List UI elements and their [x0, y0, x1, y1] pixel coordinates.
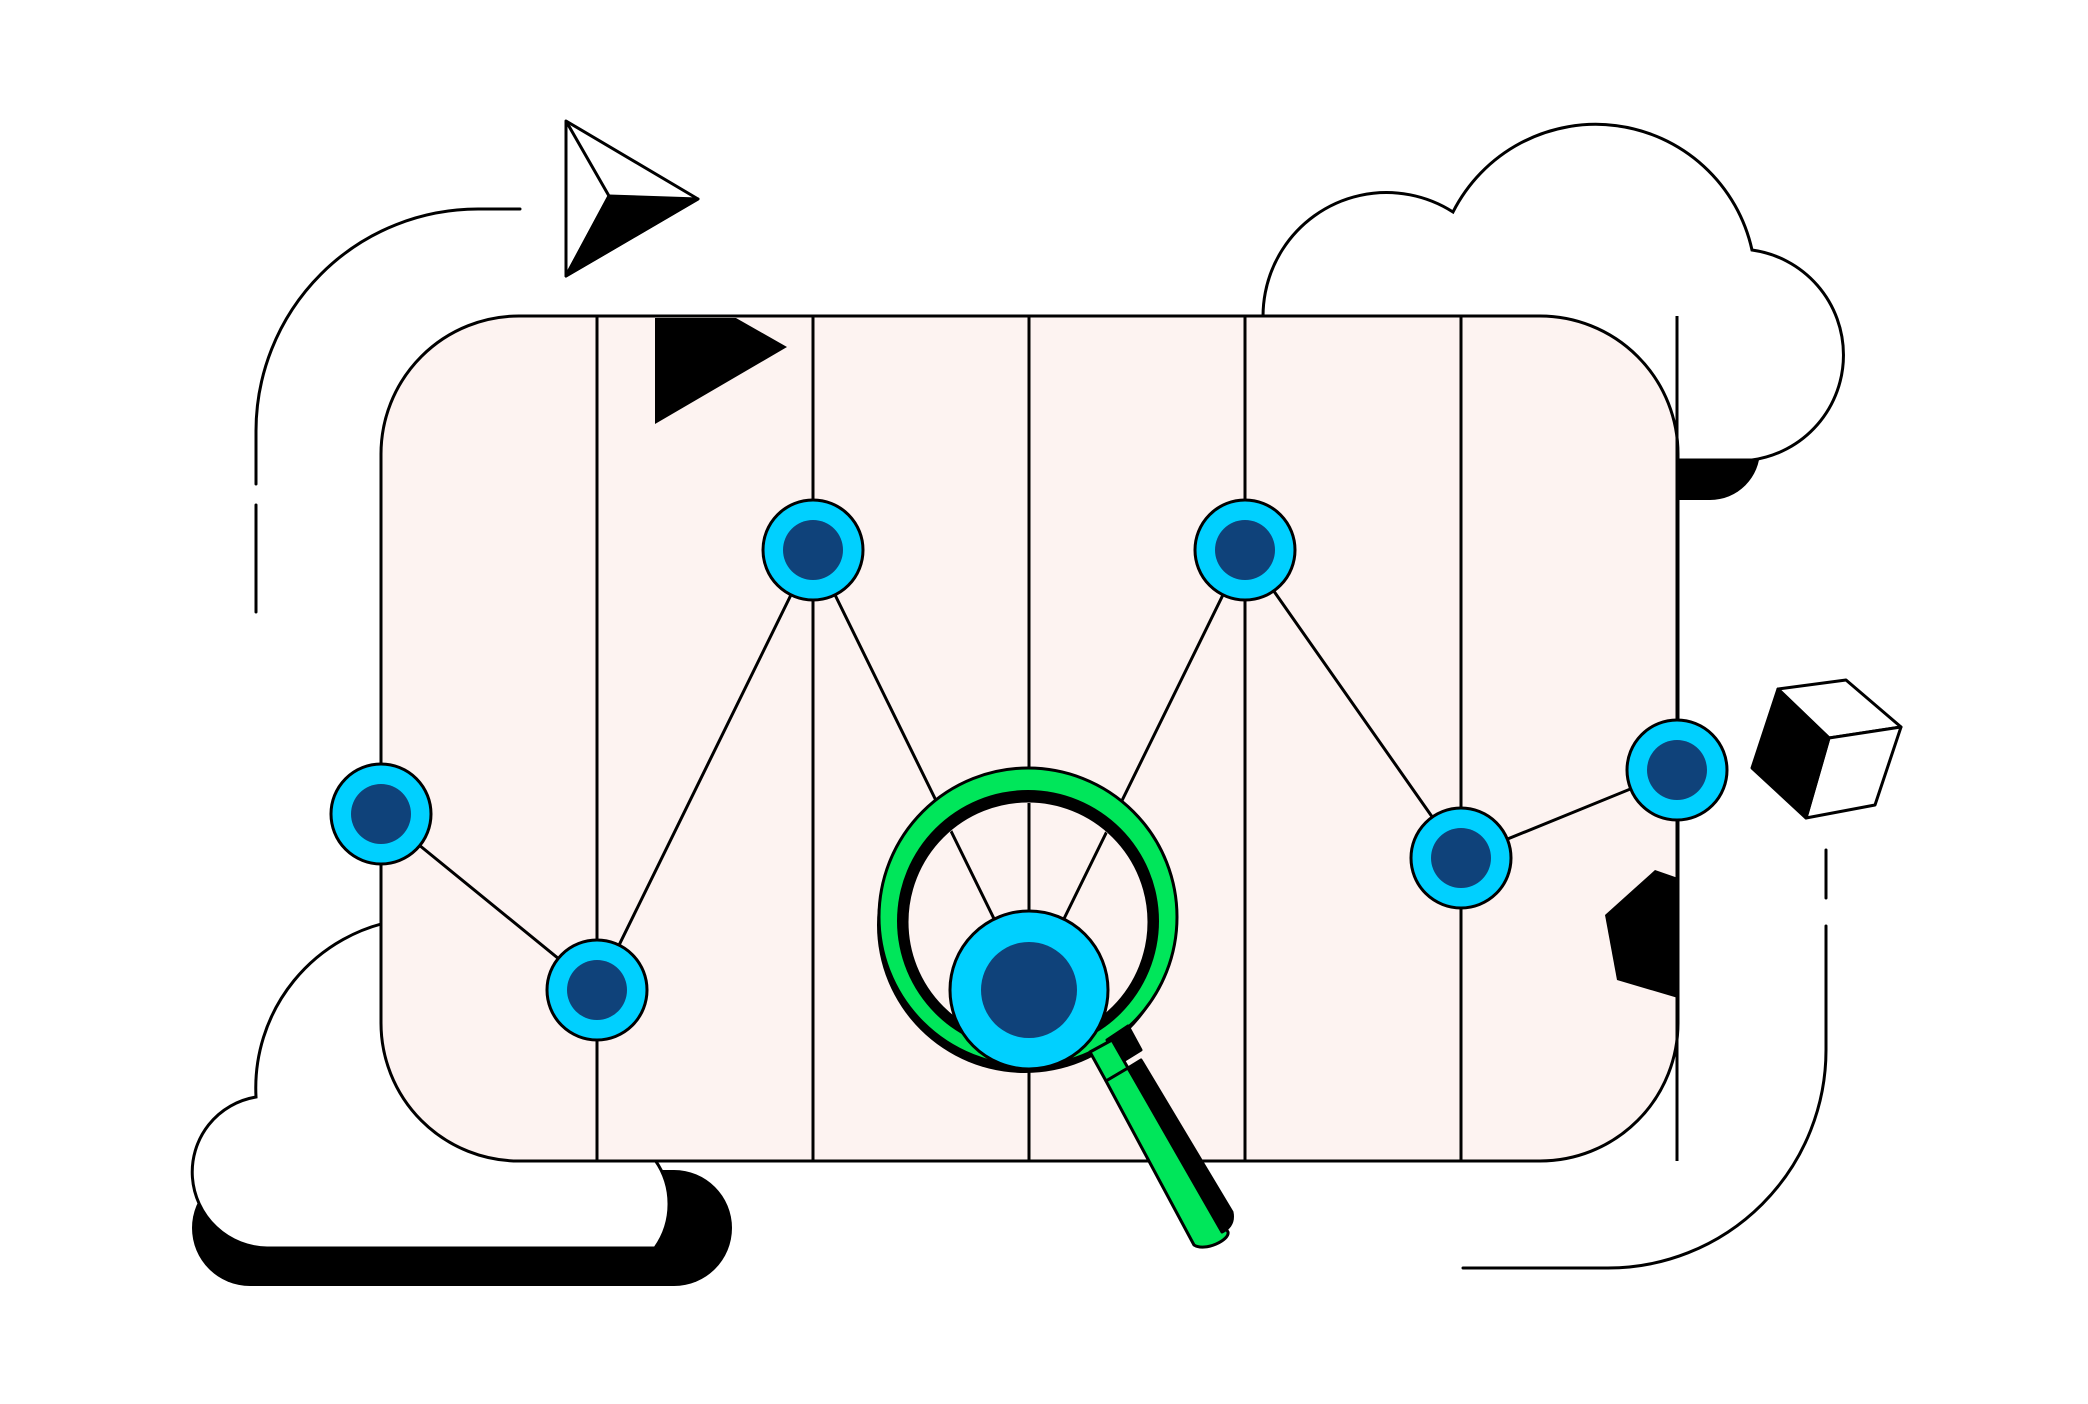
paper-plane-icon: [564, 119, 700, 278]
data-point: [545, 938, 649, 1042]
play-triangle-icon: [655, 318, 787, 424]
decorative-arc-bottom-right: [1461, 848, 1828, 1270]
data-point: [329, 762, 433, 866]
data-point: [948, 909, 1110, 1071]
data-point: [761, 498, 865, 602]
data-point: [1193, 498, 1297, 602]
cube-icon: [1750, 678, 1903, 820]
magnifier-handle: [1088, 1024, 1234, 1249]
data-point: [1625, 718, 1729, 822]
chart-nodes: [329, 498, 1729, 1071]
decorative-arc-top-left: [254, 207, 522, 614]
pentagon-icon: [1605, 870, 1678, 998]
data-point: [1409, 806, 1513, 910]
